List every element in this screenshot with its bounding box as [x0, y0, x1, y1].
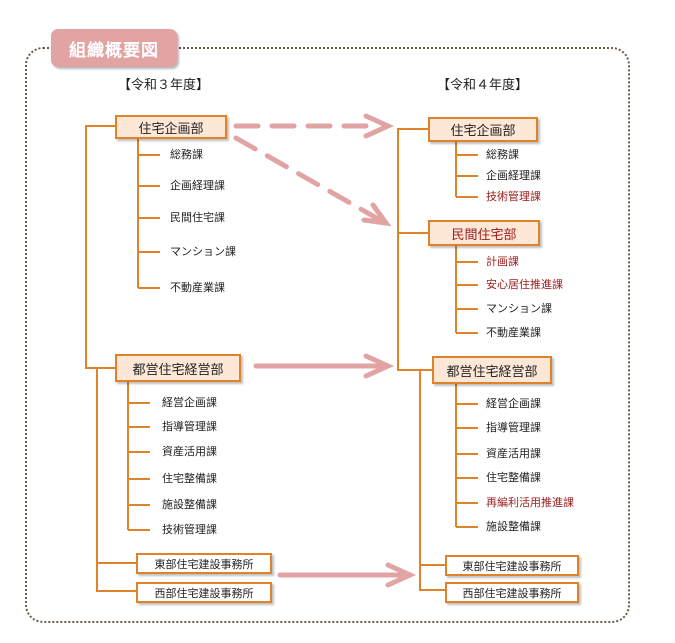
r4-dept-public-housing: 都営住宅経営部 [432, 356, 552, 384]
r4-year-label: 【令和４年度】 [437, 78, 529, 93]
r4-dept2-item: 不動産業課 [486, 326, 541, 339]
r4-dept3-item-new: 再編利活用推進課 [486, 496, 574, 509]
diagram-title: 組織概要図 [51, 29, 177, 67]
r3-dept-public-housing: 都営住宅経営部 [115, 354, 241, 382]
r3-dept2-item: 住宅整備課 [162, 472, 217, 485]
r3-dept1-item: 民間住宅課 [170, 211, 225, 224]
r3-dept2-item: 施設整備課 [162, 498, 217, 511]
r3-dept2-item: 指導管理課 [162, 420, 217, 433]
r3-dept1-item: マンション課 [170, 245, 236, 258]
r3-dept2-item: 資産活用課 [162, 445, 217, 458]
r4-dept1-item-new: 技術管理課 [486, 190, 541, 203]
r3-dept1-item: 総務課 [170, 148, 203, 161]
r4-dept3-item: 住宅整備課 [486, 471, 541, 484]
r4-dept3-item: 経営企画課 [486, 397, 541, 410]
r4-dept2-item: マンション課 [486, 302, 552, 315]
diagram-frame [25, 47, 630, 623]
r4-west-office: 西部住宅建設事務所 [445, 582, 579, 603]
r3-west-office: 西部住宅建設事務所 [136, 582, 272, 603]
r3-dept2-item: 経営企画課 [162, 396, 217, 409]
r3-year-label: 【令和３年度】 [118, 78, 210, 93]
r3-east-office: 東部住宅建設事務所 [136, 553, 272, 574]
r3-dept2-item: 技術管理課 [162, 523, 217, 536]
r4-dept3-item: 指導管理課 [486, 421, 541, 434]
r4-dept2-item-new: 安心居住推進課 [486, 278, 563, 291]
r4-dept1-item: 企画経理課 [486, 169, 541, 182]
r4-dept1-item: 総務課 [486, 148, 519, 161]
r3-dept-housing-planning: 住宅企画部 [115, 115, 227, 139]
r3-dept1-item: 不動産業課 [170, 281, 225, 294]
r4-dept3-item: 資産活用課 [486, 447, 541, 460]
r4-dept3-item: 施設整備課 [486, 520, 541, 533]
r4-dept-private-housing: 民間住宅部 [428, 220, 540, 246]
r3-dept1-item: 企画経理課 [170, 179, 225, 192]
r4-dept2-item-new: 計画課 [486, 255, 519, 268]
r4-east-office: 東部住宅建設事務所 [445, 555, 579, 576]
r4-dept-housing-planning: 住宅企画部 [428, 117, 538, 142]
